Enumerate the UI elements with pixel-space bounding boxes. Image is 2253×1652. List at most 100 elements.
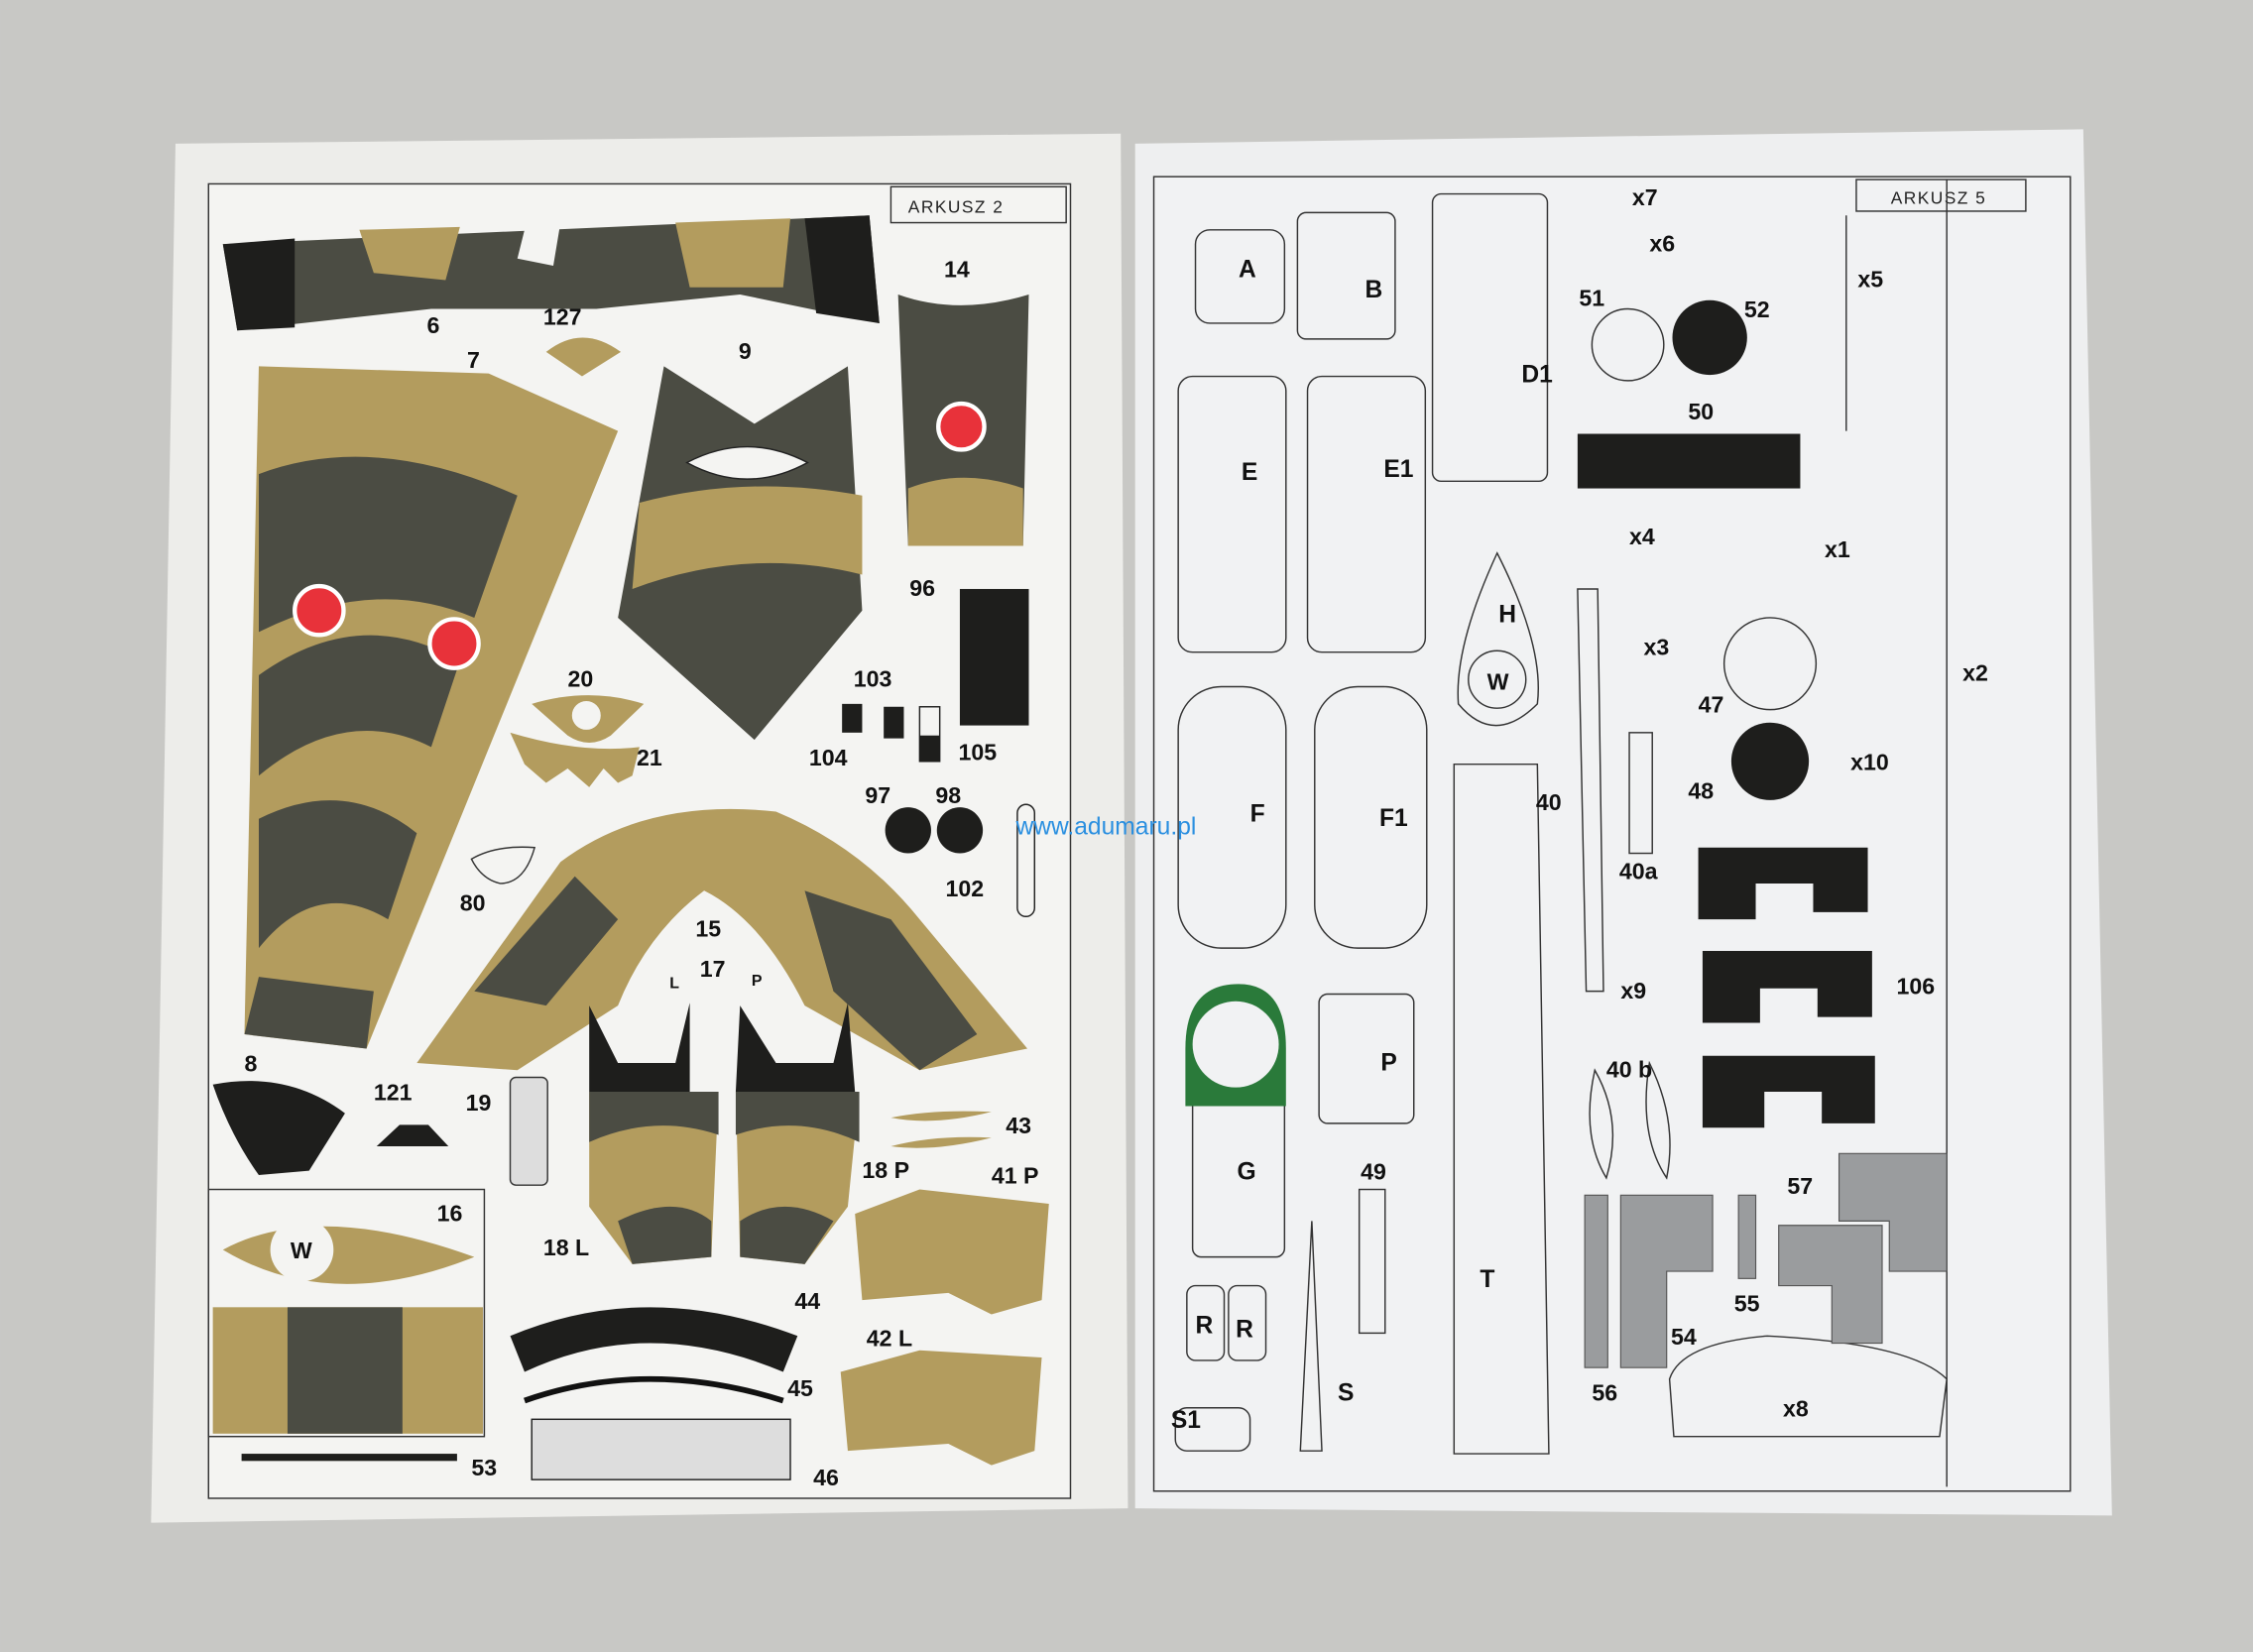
right-page: ARKUSZ 5 xyxy=(1134,129,2112,1516)
part-label: L xyxy=(669,976,679,993)
part-label: 21 xyxy=(637,745,662,770)
part-label: 52 xyxy=(1744,296,1770,322)
part-A xyxy=(1194,229,1286,324)
hinomaru-1 xyxy=(293,583,346,638)
part-49 xyxy=(1358,1188,1386,1335)
hinomaru-3 xyxy=(936,401,987,452)
part-S1 xyxy=(1174,1406,1251,1452)
part-96 xyxy=(959,588,1029,726)
part-label: 105 xyxy=(959,739,998,765)
part-57 xyxy=(1778,1152,1948,1345)
part-label: 46 xyxy=(813,1465,839,1490)
part-label: T xyxy=(1480,1266,1494,1293)
part-label: S xyxy=(1338,1379,1354,1406)
part-label: 103 xyxy=(854,665,892,691)
part-E1 xyxy=(1306,375,1427,653)
part-21 xyxy=(510,732,640,787)
part-label: 121 xyxy=(374,1080,413,1106)
part-E xyxy=(1177,375,1287,653)
part-label: W xyxy=(1487,668,1509,694)
part-19 xyxy=(509,1076,548,1186)
part-106 xyxy=(1698,847,1875,1128)
part-42 xyxy=(840,1350,1042,1466)
part-label: B xyxy=(1364,277,1382,303)
part-label: D1 xyxy=(1521,361,1552,388)
part-label: G xyxy=(1238,1158,1256,1185)
part-F1 xyxy=(1314,685,1428,949)
part-T xyxy=(1453,763,1550,1455)
part-label: P xyxy=(1380,1049,1396,1076)
part-label: x5 xyxy=(1857,267,1883,293)
part-label: 9 xyxy=(739,338,752,364)
part-52 xyxy=(1672,299,1747,376)
sheet-label: ARKUSZ 2 xyxy=(908,196,1005,216)
part-53 xyxy=(241,1454,457,1462)
part-47 xyxy=(1722,617,1818,711)
part-label: 18 L xyxy=(543,1235,589,1260)
part-label: H xyxy=(1498,601,1516,628)
part-label: x8 xyxy=(1783,1395,1809,1421)
part-label: 106 xyxy=(1897,973,1936,999)
part-label: 15 xyxy=(695,916,721,942)
part-label: 55 xyxy=(1734,1291,1760,1317)
part-label: 19 xyxy=(466,1090,492,1116)
part-40a xyxy=(1628,732,1653,855)
part-label: 104 xyxy=(809,745,848,770)
part-label: F xyxy=(1250,801,1265,828)
part-label: 14 xyxy=(944,257,970,283)
part-label: 98 xyxy=(935,782,961,808)
part-label: R xyxy=(1196,1312,1214,1339)
part-80 xyxy=(470,846,536,885)
part-97 xyxy=(885,807,931,854)
part-label: W xyxy=(291,1238,312,1263)
part-17-right xyxy=(735,1003,856,1093)
part-label: 41 P xyxy=(992,1163,1039,1189)
part-label: 42 L xyxy=(867,1325,912,1351)
part-40 xyxy=(1577,588,1604,993)
part-label: x2 xyxy=(1962,660,1988,686)
part-label: 8 xyxy=(245,1051,258,1077)
right-part-labels: x7 x6 x5 A B 51 52 D1 50 E E1 x4 x1 H W … xyxy=(1171,184,1988,1434)
part-B xyxy=(1296,211,1396,340)
part-label: 57 xyxy=(1787,1173,1813,1199)
watermark: www.adumaru.pl xyxy=(1014,814,1196,841)
part-8 xyxy=(212,1081,345,1176)
part-48 xyxy=(1730,722,1810,800)
part-label: x4 xyxy=(1629,524,1655,549)
part-label: x3 xyxy=(1644,635,1670,660)
part-label: x10 xyxy=(1850,750,1889,775)
part-label: 47 xyxy=(1699,692,1724,718)
part-label: E xyxy=(1242,459,1257,486)
part-R1 xyxy=(1186,1284,1226,1361)
part-label: R xyxy=(1236,1317,1253,1344)
part-label: 127 xyxy=(543,303,582,329)
part-label: x9 xyxy=(1620,978,1646,1003)
part-45 xyxy=(524,1375,784,1404)
part-label: 6 xyxy=(426,312,439,338)
part-41 xyxy=(855,1189,1049,1315)
part-S xyxy=(1299,1221,1323,1452)
part-17-left xyxy=(589,1003,690,1093)
hinomaru-2 xyxy=(427,617,481,670)
part-label: F1 xyxy=(1379,805,1408,832)
part-P xyxy=(1318,993,1415,1124)
part-label: 40 b xyxy=(1606,1057,1652,1083)
part-44 xyxy=(510,1307,798,1372)
sheet-label: ARKUSZ 5 xyxy=(1891,188,1987,208)
part-102 xyxy=(1016,803,1036,917)
part-40b xyxy=(1589,1060,1671,1180)
left-part-labels: 6 127 7 9 14 96 103 104 105 20 21 97 98 … xyxy=(245,257,1039,1490)
part-label: 7 xyxy=(467,347,480,373)
part-label: 53 xyxy=(471,1455,497,1480)
part-F xyxy=(1177,685,1287,949)
part-label: 48 xyxy=(1688,777,1714,803)
part-label: x6 xyxy=(1649,231,1675,257)
part-label: 40 xyxy=(1536,789,1562,815)
part-R2 xyxy=(1228,1284,1267,1361)
part-label: 50 xyxy=(1688,399,1714,424)
part-50 xyxy=(1577,433,1801,489)
part-label: 44 xyxy=(794,1288,820,1314)
part-H xyxy=(1457,551,1539,727)
part-label: 51 xyxy=(1579,286,1604,311)
